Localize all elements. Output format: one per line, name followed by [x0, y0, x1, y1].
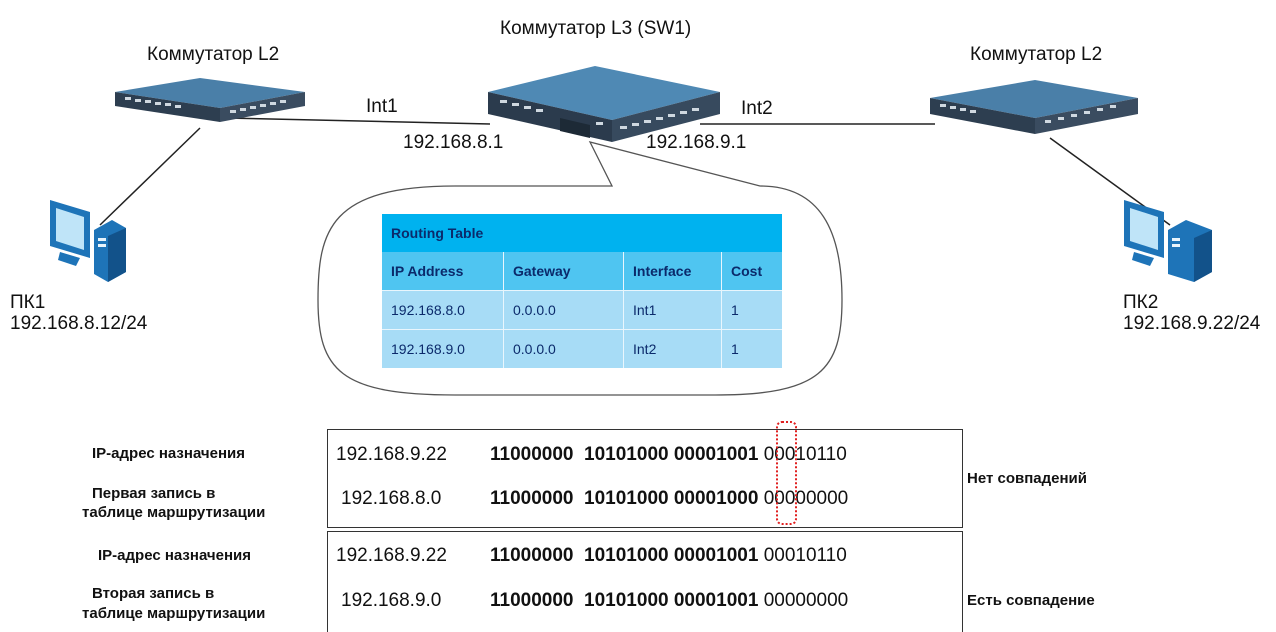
b2-dest-bits-bold: 11000000 10101000 00001001: [490, 545, 759, 566]
b2-entry-bits: 11000000 10101000 00001001 00000000: [490, 590, 848, 612]
pc1-name: ПК1: [10, 292, 46, 313]
cell-ip: 192.168.8.0: [382, 290, 504, 330]
cell-cost: 1: [721, 329, 782, 368]
col-interface: Interface: [623, 252, 722, 291]
cell-ip: 192.168.9.0: [382, 329, 504, 368]
int2-label: Int2: [741, 98, 773, 119]
b2-entry-label-line2: таблице маршрутизации: [82, 605, 266, 622]
b2-entry-label-line1: Вторая запись в: [92, 585, 215, 602]
col-cost: Cost: [721, 252, 782, 291]
cell-interface: Int2: [623, 329, 722, 368]
b2-entry-ip: 192.168.9.0: [341, 590, 442, 611]
pc2-ip: 192.168.9.22/24: [1123, 313, 1261, 334]
b1-entry-label-line1: Первая запись в: [92, 485, 216, 502]
pc1-ip: 192.168.8.12/24: [10, 313, 148, 334]
int2-ip: 192.168.9.1: [646, 132, 747, 153]
pc1-icon: [50, 200, 126, 282]
l3-switch-label: Коммутатор L3 (SW1): [500, 18, 692, 39]
b1-entry-bits-bold: 11000000 10101000 00001000: [490, 488, 759, 509]
col-ip-address: IP Address: [382, 252, 504, 291]
int1-ip: 192.168.8.1: [403, 132, 504, 153]
b2-dest-bits: 11000000 10101000 00001001 00010110: [490, 545, 847, 567]
left-switch-label: Коммутатор L2: [147, 44, 280, 65]
b1-compare-box: [327, 429, 963, 528]
b2-entry-bits-bold: 11000000 10101000 00001001: [490, 590, 759, 611]
l2-switch-left-icon: [115, 78, 305, 122]
b1-entry-label-line2: таблице маршрутизации: [82, 504, 266, 521]
b1-dest-bits-bold: 11000000 10101000 00001001: [490, 444, 759, 465]
cell-gateway: 0.0.0.0: [503, 290, 624, 330]
b1-dest-bits: 11000000 10101000 00001001 00010110: [490, 444, 847, 466]
link-l2left-pc1: [99, 127, 201, 226]
cell-gateway: 0.0.0.0: [503, 329, 624, 368]
b2-dest-bits-tail: 00010110: [763, 545, 847, 566]
b1-entry-bits-tail: 00000000: [763, 488, 849, 509]
b1-entry-ip: 192.168.8.0: [341, 488, 442, 509]
b1-result: Нет совпадений: [967, 470, 1087, 487]
b2-dest-label: IP-адрес назначения: [98, 547, 252, 564]
routing-table-title: Routing Table: [382, 214, 782, 252]
b2-entry-bits-tail: 00000000: [763, 590, 849, 611]
b1-entry-bits: 11000000 10101000 00001000 00000000: [490, 488, 848, 510]
b2-compare-box: [327, 531, 963, 632]
bit-mismatch-highlight: [776, 421, 797, 525]
link-l2left-l3: [224, 117, 491, 125]
l3-switch-icon: [488, 66, 720, 142]
col-gateway: Gateway: [503, 252, 624, 291]
b1-dest-bits-tail: 00010110: [763, 444, 847, 465]
b1-dest-ip: 192.168.9.22: [336, 444, 447, 465]
cell-interface: Int1: [623, 290, 722, 330]
pc2-icon: [1124, 200, 1212, 282]
l2-switch-right-icon: [930, 80, 1138, 134]
table-row: 192.168.8.0 0.0.0.0 Int1 1: [382, 290, 782, 330]
int1-label: Int1: [366, 96, 398, 117]
pc2-name: ПК2: [1123, 292, 1159, 313]
routing-table: Routing Table IP Address Gateway Interfa…: [382, 214, 782, 368]
right-switch-label: Коммутатор L2: [970, 44, 1103, 65]
cell-cost: 1: [721, 290, 782, 330]
b2-result: Есть совпадение: [967, 592, 1095, 609]
table-row: 192.168.9.0 0.0.0.0 Int2 1: [382, 329, 782, 368]
b1-dest-label: IP-адрес назначения: [92, 445, 246, 462]
b2-dest-ip: 192.168.9.22: [336, 545, 447, 566]
